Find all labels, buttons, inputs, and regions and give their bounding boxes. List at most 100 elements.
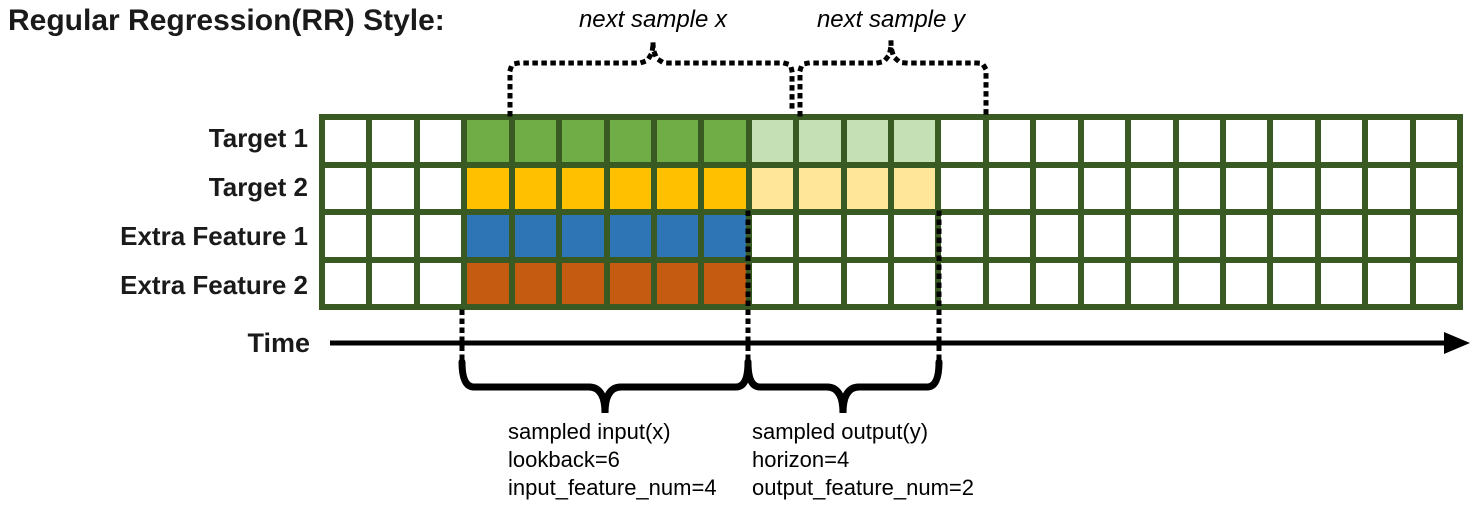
grid-cell	[1273, 120, 1315, 162]
next-sample-y-label: next sample y	[816, 6, 966, 33]
grid-cell	[1415, 167, 1457, 209]
grid-cell	[1036, 167, 1078, 209]
grid-cell	[988, 262, 1031, 304]
grid-cell	[1320, 120, 1363, 162]
grid-cell	[1368, 215, 1410, 257]
sampled-output-brace	[744, 358, 943, 414]
grid-cell	[1178, 120, 1220, 162]
grid-cell	[467, 215, 509, 257]
grid-cell	[325, 262, 367, 304]
grid-cell	[799, 215, 841, 257]
grid-cell	[372, 120, 414, 162]
grid-cell	[799, 167, 841, 209]
grid-cell	[372, 167, 414, 209]
time-arrow	[330, 332, 1470, 354]
grid-cell	[1083, 262, 1126, 304]
grid-cell	[799, 120, 841, 162]
grid-cell	[799, 262, 841, 304]
grid-cell	[656, 215, 699, 257]
grid-cell	[562, 167, 604, 209]
grid-cell	[419, 215, 462, 257]
grid-cell	[609, 262, 651, 304]
grid-cell	[325, 215, 367, 257]
grid-cell	[1225, 167, 1268, 209]
grid-cell	[894, 120, 936, 162]
grid-cell	[751, 120, 794, 162]
grid-cell	[419, 120, 462, 162]
grid-cell	[562, 215, 604, 257]
row-label-target-1: Target 1	[208, 123, 308, 153]
grid-cell	[1415, 215, 1457, 257]
next-sample-x-brace	[507, 41, 795, 117]
grid-row	[325, 262, 1457, 304]
grid-row	[325, 120, 1457, 162]
grid-row	[325, 215, 1457, 257]
output-annotation-line-1: sampled output(y)	[752, 419, 929, 444]
grid-cell	[894, 167, 936, 209]
grid-cell	[846, 262, 888, 304]
grid-cell	[609, 215, 651, 257]
row-label-extra-feature-1: Extra Feature 1	[120, 221, 308, 251]
grid-cell	[656, 167, 699, 209]
row-label-target-2: Target 2	[208, 172, 308, 202]
grid-cell	[1178, 262, 1220, 304]
grid-cell	[609, 167, 651, 209]
output-annotation: sampled output(y) horizon=4 output_featu…	[752, 418, 974, 502]
grid-cell	[1036, 120, 1078, 162]
grid-cell	[467, 167, 509, 209]
grid-cell	[562, 262, 604, 304]
page-title: Regular Regression(RR) Style:	[8, 4, 445, 37]
grid-cell	[1320, 167, 1363, 209]
grid-cell	[609, 120, 651, 162]
grid-cell	[941, 120, 983, 162]
grid-cell	[1368, 167, 1410, 209]
grid-cell	[1368, 120, 1410, 162]
grid-cell	[751, 167, 794, 209]
input-annotation: sampled input(x) lookback=6 input_featur…	[508, 418, 717, 502]
grid-cell	[1320, 262, 1363, 304]
grid-cell	[1415, 262, 1457, 304]
input-annotation-line-2: lookback=6	[508, 447, 620, 472]
grid-cell	[1131, 120, 1173, 162]
grid-cell	[656, 262, 699, 304]
grid-cell	[941, 215, 983, 257]
grid-cell	[514, 167, 557, 209]
grid-cell	[751, 262, 794, 304]
next-sample-y-brace	[797, 41, 989, 117]
grid-cell	[1083, 215, 1126, 257]
grid-cell	[1083, 167, 1126, 209]
grid-cell	[988, 215, 1031, 257]
input-annotation-line-3: input_feature_num=4	[508, 475, 717, 500]
grid-cell	[894, 262, 936, 304]
grid-cell	[846, 167, 888, 209]
grid-cell	[751, 215, 794, 257]
grid-cell	[325, 167, 367, 209]
grid-cell	[562, 120, 604, 162]
grid-cell	[372, 262, 414, 304]
grid-cell	[1225, 262, 1268, 304]
grid-cell	[1320, 215, 1363, 257]
row-label-extra-feature-2: Extra Feature 2	[120, 270, 308, 300]
grid-cell	[1415, 120, 1457, 162]
grid-cell	[894, 215, 936, 257]
grid-cell	[1083, 120, 1126, 162]
grid-cell	[372, 215, 414, 257]
grid-cell	[514, 262, 557, 304]
grid-cell	[1273, 262, 1315, 304]
grid-cell	[514, 215, 557, 257]
grid-cell	[941, 167, 983, 209]
sample-grid	[319, 114, 1463, 310]
grid-cell	[1273, 167, 1315, 209]
grid-cell	[941, 262, 983, 304]
grid-cell	[1131, 215, 1173, 257]
grid-cell	[846, 120, 888, 162]
grid-cell	[1225, 120, 1268, 162]
grid-cell	[1178, 215, 1220, 257]
grid-cell	[1036, 262, 1078, 304]
output-annotation-line-3: output_feature_num=2	[752, 475, 975, 500]
grid-cell	[1368, 262, 1410, 304]
grid-cell	[467, 120, 509, 162]
next-sample-x-label: next sample x	[578, 6, 728, 33]
grid-cell	[467, 262, 509, 304]
